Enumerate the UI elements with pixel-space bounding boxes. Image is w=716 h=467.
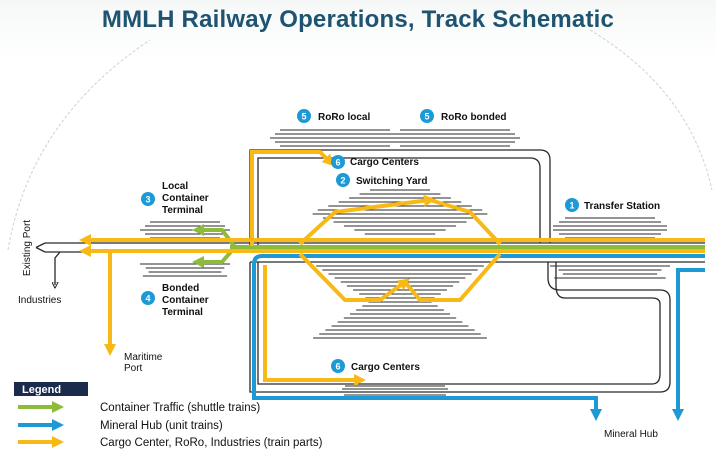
svg-text:Container: Container [162, 295, 209, 306]
legend-item-container: Container Traffic (shuttle trains) [18, 401, 260, 414]
svg-text:1: 1 [569, 201, 574, 211]
cargo-center-bottom-yard [341, 385, 449, 396]
svg-text:Cargo Centers: Cargo Centers [351, 362, 420, 373]
legend-item-mineral: Mineral Hub (unit trains) [18, 419, 223, 432]
bonded-container-terminal-label: 4 Bonded Container Terminal [141, 283, 209, 318]
background-arc-left [7, 39, 151, 251]
svg-text:6: 6 [335, 362, 340, 372]
existing-port-label: Existing Port [22, 220, 33, 276]
legend-header [14, 382, 88, 396]
svg-text:Container Traffic (shuttle tra: Container Traffic (shuttle trains) [100, 402, 260, 414]
yard-hatching [140, 129, 670, 396]
switching-yard-label: 2 Switching Yard [336, 173, 428, 187]
svg-text:5: 5 [424, 112, 429, 122]
roro-local-label: 5 RoRo local [297, 109, 370, 123]
svg-text:Cargo Center, RoRo, Industries: Cargo Center, RoRo, Industries (train pa… [100, 437, 323, 449]
svg-text:Switching Yard: Switching Yard [356, 176, 428, 187]
maritime-port-label-line1: Maritime [124, 352, 163, 363]
mineral-hub-label: Mineral Hub [604, 429, 658, 440]
cargo-centers-bottom-label: 6 Cargo Centers [331, 359, 420, 373]
svg-text:Transfer Station: Transfer Station [584, 201, 660, 212]
svg-text:Terminal: Terminal [162, 307, 203, 318]
svg-text:5: 5 [301, 112, 306, 122]
svg-text:Bonded: Bonded [162, 283, 199, 294]
svg-text:Terminal: Terminal [162, 205, 203, 216]
svg-text:RoRo bonded: RoRo bonded [441, 112, 507, 123]
legend-item-cargo: Cargo Center, RoRo, Industries (train pa… [18, 436, 323, 449]
switching-yard-bottom [310, 261, 490, 339]
transfer-station-label: 1 Transfer Station [565, 198, 660, 212]
maritime-port-label-line2: Port [124, 363, 143, 374]
roro-bonded-label: 5 RoRo bonded [420, 109, 507, 123]
bonded-container-yard [140, 263, 230, 277]
svg-text:2: 2 [340, 176, 345, 186]
svg-text:6: 6 [335, 158, 340, 168]
industries-label: Industries [18, 295, 61, 306]
transfer-station-yard-top [553, 217, 667, 239]
svg-text:4: 4 [145, 294, 150, 304]
background-arc-right [589, 29, 713, 191]
cargo-centers-top-label: 6 Cargo Centers [331, 155, 419, 169]
roro-bonded-yard [390, 129, 520, 147]
svg-text:Container: Container [162, 193, 209, 204]
mineral-hub-route [252, 254, 705, 421]
svg-text:3: 3 [145, 195, 150, 205]
svg-text:Local: Local [162, 181, 188, 192]
legend-title: Legend [22, 384, 61, 396]
page-title: MMLH Railway Operations, Track Schematic [101, 6, 615, 33]
legend: Legend Container Traffic (shuttle trains… [14, 382, 323, 449]
roro-local-yard [270, 129, 400, 147]
svg-text:Cargo Centers: Cargo Centers [350, 157, 419, 168]
cargo-center-route [79, 150, 705, 386]
transfer-station-yard-bottom [550, 265, 670, 279]
svg-text:RoRo local: RoRo local [318, 112, 370, 123]
local-container-terminal-label: 3 Local Container Terminal [141, 181, 209, 216]
svg-text:Mineral Hub (unit trains): Mineral Hub (unit trains) [100, 420, 223, 432]
